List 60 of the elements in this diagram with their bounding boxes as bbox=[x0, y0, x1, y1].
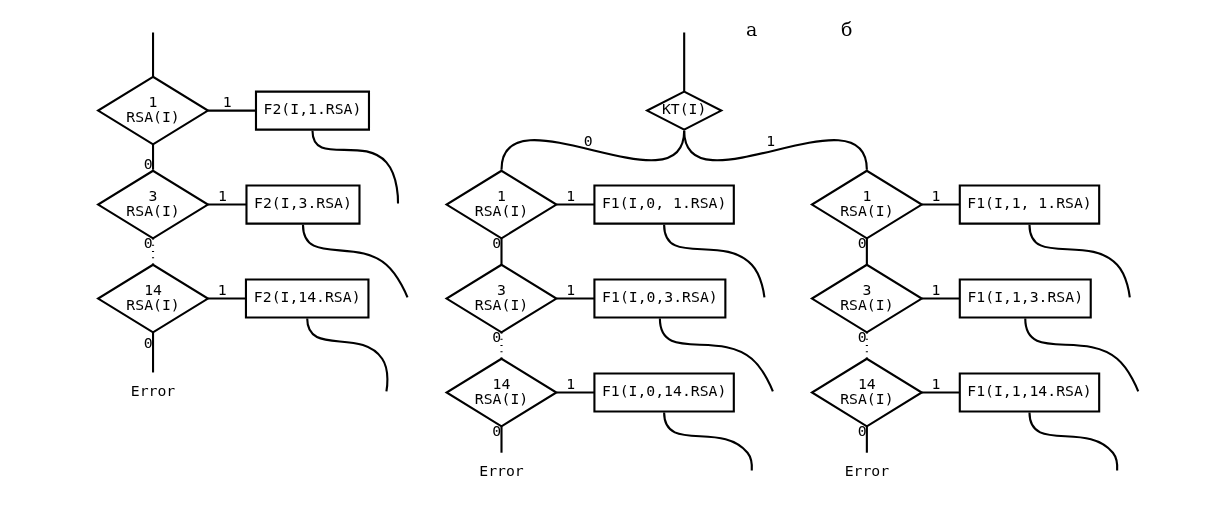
connector bbox=[683, 130, 868, 170]
edge-label: 1 bbox=[217, 280, 227, 298]
label: а bbox=[746, 18, 758, 41]
connector bbox=[208, 203, 247, 206]
edge-label: 1 bbox=[222, 92, 232, 110]
connector bbox=[208, 109, 256, 112]
edge-label: 1 bbox=[931, 186, 941, 204]
connector bbox=[658, 318, 774, 392]
node-box: F1(I,0, 1.RSA) bbox=[593, 184, 735, 225]
edge-label: 1 bbox=[566, 374, 576, 392]
connector bbox=[683, 32, 686, 92]
node-box: F1(I,0,3.RSA) bbox=[593, 278, 727, 319]
node-text: Error bbox=[479, 461, 524, 479]
connector bbox=[1028, 412, 1119, 471]
node-text: Error bbox=[844, 461, 890, 479]
node-diamond: KT(I) bbox=[644, 90, 724, 131]
node-box: F2(I,3.RSA) bbox=[245, 184, 361, 225]
connector bbox=[151, 144, 155, 170]
edge-label: 0 bbox=[583, 132, 593, 150]
connector bbox=[921, 391, 960, 394]
node-box: F1(I,1,14.RSA) bbox=[958, 372, 1101, 413]
node-text: Error bbox=[130, 382, 176, 400]
connector bbox=[311, 130, 400, 204]
edge-label: 0 bbox=[143, 334, 153, 352]
connector bbox=[865, 426, 868, 453]
connector bbox=[865, 238, 868, 265]
node-diamond: 14 RSA(I) bbox=[96, 263, 210, 334]
connector bbox=[301, 224, 409, 298]
edge-label: 1 bbox=[217, 186, 227, 204]
connector bbox=[500, 238, 503, 265]
connector bbox=[500, 426, 503, 453]
connector bbox=[151, 32, 155, 77]
connector bbox=[663, 224, 766, 298]
edge-label: 1 bbox=[766, 132, 776, 150]
node-box: F2(I,14.RSA) bbox=[244, 278, 370, 319]
node-box: F1(I,1, 1.RSA) bbox=[958, 184, 1101, 225]
edge-label: 1 bbox=[566, 280, 576, 298]
connector bbox=[663, 412, 753, 471]
edge-label: 1 bbox=[566, 186, 576, 204]
edge-label: 1 bbox=[931, 280, 941, 298]
node-box: F1(I,1,3.RSA) bbox=[958, 278, 1092, 319]
node-box: F2(I,1.RSA) bbox=[254, 90, 371, 131]
connector bbox=[1024, 318, 1140, 392]
edge-label: 1 bbox=[931, 374, 941, 392]
connector bbox=[151, 238, 155, 265]
label: б bbox=[841, 18, 853, 41]
edge-label: 0 bbox=[143, 154, 153, 172]
connector bbox=[556, 203, 595, 206]
connector bbox=[151, 332, 155, 373]
connector bbox=[921, 297, 960, 300]
connector bbox=[306, 318, 389, 392]
connector bbox=[865, 332, 868, 359]
connector bbox=[208, 297, 246, 300]
connector bbox=[556, 391, 595, 394]
node-box: F1(I,0,14.RSA) bbox=[593, 372, 735, 413]
connector bbox=[556, 297, 595, 300]
connector bbox=[921, 203, 960, 206]
connector bbox=[1028, 224, 1131, 298]
node-diamond: 1 RSA(I) bbox=[96, 75, 210, 146]
connector bbox=[500, 332, 503, 359]
